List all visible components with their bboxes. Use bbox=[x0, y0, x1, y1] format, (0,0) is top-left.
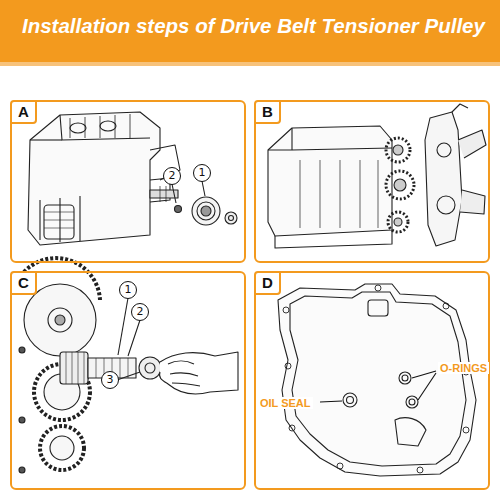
step-panel: D bbox=[254, 271, 490, 490]
step-letter: D bbox=[254, 271, 281, 295]
callout-number: 1 bbox=[119, 281, 137, 299]
callout-number: 2 bbox=[163, 167, 181, 185]
step-panel: C bbox=[10, 271, 246, 490]
leader-lines bbox=[320, 371, 436, 402]
engine-block bbox=[28, 112, 180, 245]
step-letter: C bbox=[10, 271, 37, 295]
header-strip bbox=[0, 62, 500, 66]
hand-with-part bbox=[117, 352, 238, 394]
part-label: O-RINGS bbox=[438, 362, 489, 374]
header-bar bbox=[0, 0, 500, 62]
callout-number: 3 bbox=[101, 371, 119, 389]
gasket-outline bbox=[278, 284, 476, 476]
step-letter: B bbox=[254, 100, 281, 124]
engine-gears bbox=[268, 104, 486, 248]
step-panel: A bbox=[10, 100, 246, 263]
page-title: Installation steps of Drive Belt Tension… bbox=[22, 14, 485, 38]
callout-number: 1 bbox=[193, 164, 211, 182]
step-letter: A bbox=[10, 100, 37, 124]
step-panel: B bbox=[254, 100, 490, 263]
seal-parts bbox=[172, 181, 237, 225]
callout-number: 2 bbox=[131, 303, 149, 321]
part-label: OIL SEAL bbox=[258, 397, 313, 409]
